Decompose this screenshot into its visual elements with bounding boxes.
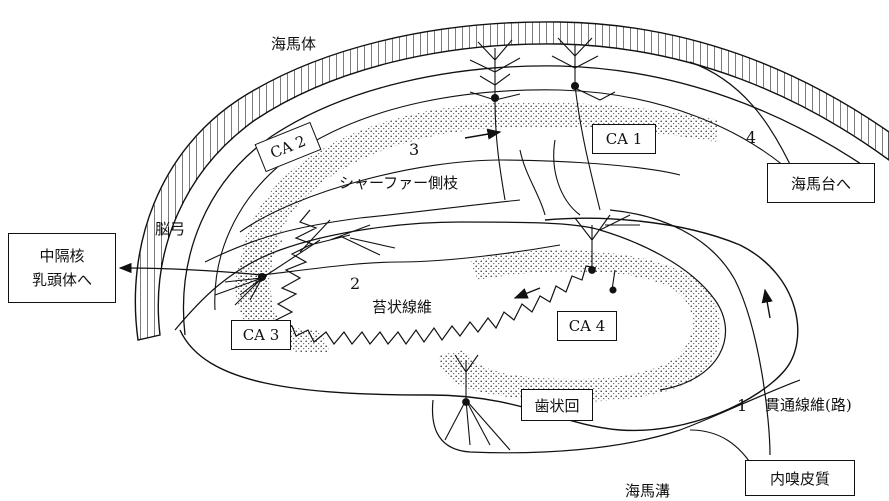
ca1-box: CA 1 bbox=[592, 124, 656, 154]
perforant-path-line bbox=[610, 210, 770, 455]
mossy-fiber-label: 苔状線維 bbox=[372, 300, 432, 315]
subiculum-box: 海馬台へ bbox=[767, 163, 875, 203]
septal-mammillary-box: 中隔核 乳頭体へ bbox=[8, 233, 116, 303]
fornix-label: 脳弓 bbox=[155, 222, 185, 237]
hippocampal-sulcus-label: 海馬溝 bbox=[625, 484, 670, 499]
pathway-number-4: 4 bbox=[746, 130, 756, 146]
dentate-gyrus-box: 歯状回 bbox=[521, 389, 593, 421]
pathway-number-3: 3 bbox=[409, 142, 419, 158]
schaffer-collateral-label: シャーファー側枝 bbox=[339, 176, 458, 191]
hippocampal-body-label: 海馬体 bbox=[271, 37, 316, 52]
ca3-box: CA 3 bbox=[231, 320, 291, 350]
mossy-fiber-path bbox=[276, 210, 596, 344]
pathway-number-2: 2 bbox=[350, 276, 360, 292]
mammillary-body-text: 乳頭体へ bbox=[32, 268, 92, 292]
flow-arrow-3 bbox=[465, 132, 500, 138]
entorhinal-cortex-box: 内嗅皮質 bbox=[745, 460, 855, 496]
ca4-box: CA 4 bbox=[557, 311, 617, 341]
flow-arrow-perforant bbox=[765, 290, 770, 318]
pathway-number-1: 1 bbox=[737, 398, 747, 414]
flow-arrow-mossy bbox=[515, 288, 540, 298]
perforant-path-label: 貫通線維(路) bbox=[765, 398, 852, 413]
septal-nucleus-text: 中隔核 bbox=[39, 244, 84, 268]
